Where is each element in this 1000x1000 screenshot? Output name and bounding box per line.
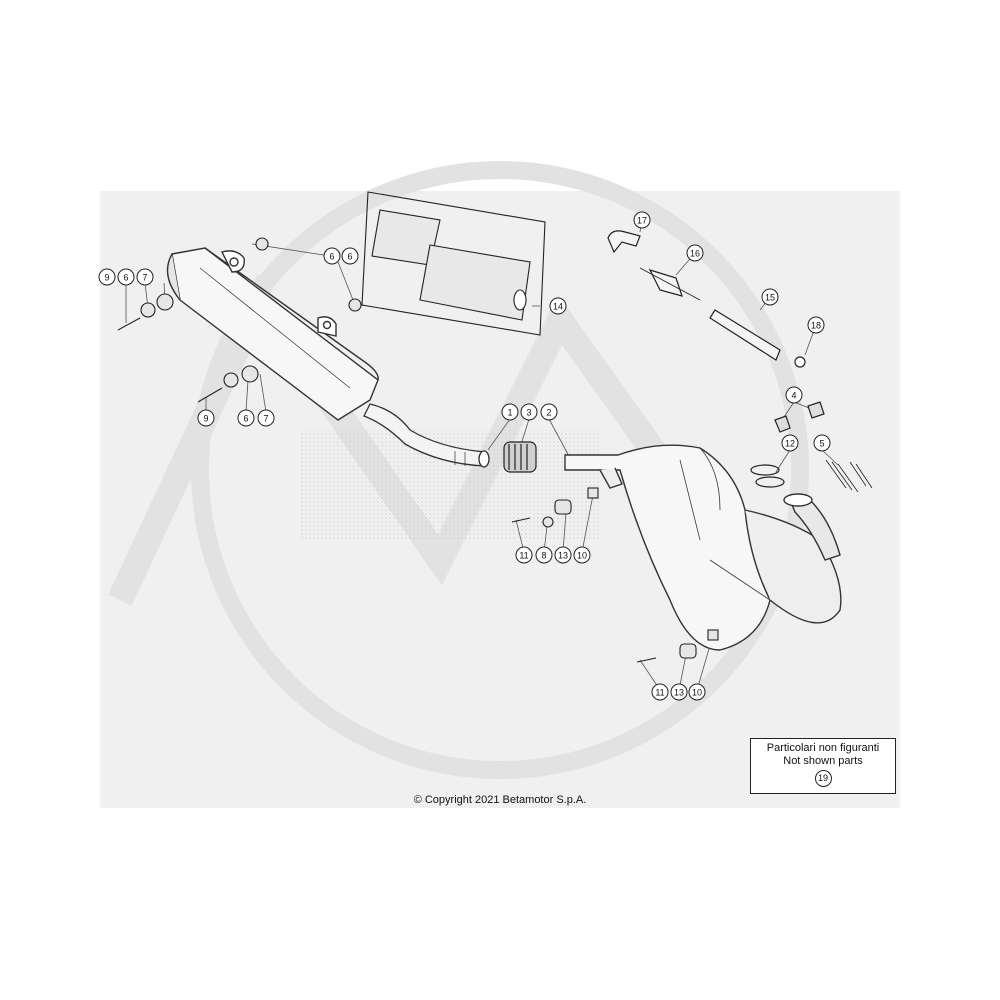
callout-circle-10 bbox=[573, 546, 591, 564]
callout-number-9: 9 bbox=[203, 414, 208, 424]
callout-circle-5 bbox=[813, 434, 831, 452]
callout-circle-13 bbox=[670, 683, 688, 701]
callout-number-18: 18 bbox=[811, 321, 821, 331]
callout-circle-9 bbox=[98, 268, 116, 286]
callout-circle-10 bbox=[688, 683, 706, 701]
not-shown-callout: 19 bbox=[814, 770, 832, 787]
callout-number-12: 12 bbox=[785, 439, 795, 449]
callout-number-9: 9 bbox=[104, 273, 109, 283]
packing-wool-kit bbox=[361, 191, 546, 336]
expansion-chamber bbox=[564, 444, 842, 651]
background-watermark bbox=[108, 161, 809, 779]
callout-circle-11 bbox=[651, 683, 669, 701]
callout-number-10: 10 bbox=[577, 551, 587, 561]
callout-number-4: 4 bbox=[791, 391, 796, 401]
callout-number-16: 16 bbox=[690, 249, 700, 259]
callout-circle-6 bbox=[237, 409, 255, 427]
callout-number-6: 6 bbox=[329, 252, 334, 262]
callout-circle-2 bbox=[540, 403, 558, 421]
callout-circle-6 bbox=[341, 247, 359, 265]
callout-number-15: 15 bbox=[765, 293, 775, 303]
callout-number-3: 3 bbox=[526, 408, 531, 418]
callout-number-13: 13 bbox=[558, 551, 568, 561]
callout-number-17: 17 bbox=[637, 216, 647, 226]
callout-circle-12 bbox=[781, 434, 799, 452]
callout-number-7: 7 bbox=[142, 273, 147, 283]
callout-circle-7 bbox=[136, 268, 154, 286]
callout-number-6: 6 bbox=[347, 252, 352, 262]
callout-number-7: 7 bbox=[263, 414, 268, 424]
callout-number-10: 10 bbox=[692, 688, 702, 698]
callout-circle-17 bbox=[633, 211, 651, 229]
coupler-spring bbox=[503, 441, 537, 473]
silencer bbox=[166, 247, 379, 421]
callout-number-5: 5 bbox=[819, 439, 824, 449]
callout-circle-16 bbox=[686, 244, 704, 262]
not-shown-parts-box: Particolari non figuranti Not shown part… bbox=[750, 738, 896, 794]
not-shown-italian: Particolari non figuranti bbox=[766, 742, 880, 754]
callout-circle-18 bbox=[807, 316, 825, 334]
link-pipe bbox=[363, 403, 490, 468]
callout-circle-4 bbox=[785, 386, 803, 404]
callout-number-6: 6 bbox=[243, 414, 248, 424]
callout-circle-14 bbox=[549, 297, 567, 315]
callout-number-1: 1 bbox=[507, 408, 512, 418]
callout-circle-8 bbox=[535, 546, 553, 564]
springs-and-seals bbox=[750, 401, 873, 493]
callout-number-14: 14 bbox=[553, 302, 563, 312]
callout-circle-7 bbox=[257, 409, 275, 427]
not-shown-english: Not shown parts bbox=[783, 755, 863, 767]
callout-circle-9 bbox=[197, 409, 215, 427]
mount-hardware bbox=[117, 237, 719, 663]
callout-circle-6 bbox=[117, 268, 135, 286]
copyright-notice: © Copyright 2021 Betamotor S.p.A. bbox=[413, 794, 587, 806]
callout-circle-3 bbox=[520, 403, 538, 421]
small-hoses bbox=[607, 230, 806, 368]
callout-circle-11 bbox=[515, 546, 533, 564]
callout-circle-1 bbox=[501, 403, 519, 421]
callout-number-8: 8 bbox=[541, 551, 546, 561]
callout-number-2: 2 bbox=[546, 408, 551, 418]
callout-circle-13 bbox=[554, 546, 572, 564]
callout-circle-15 bbox=[761, 288, 779, 306]
callout-circle-6 bbox=[323, 247, 341, 265]
callout-number-13: 13 bbox=[674, 688, 684, 698]
callout-number-11: 11 bbox=[519, 551, 528, 561]
callout-number-11: 11 bbox=[655, 688, 664, 698]
callout-number-6: 6 bbox=[123, 273, 128, 283]
